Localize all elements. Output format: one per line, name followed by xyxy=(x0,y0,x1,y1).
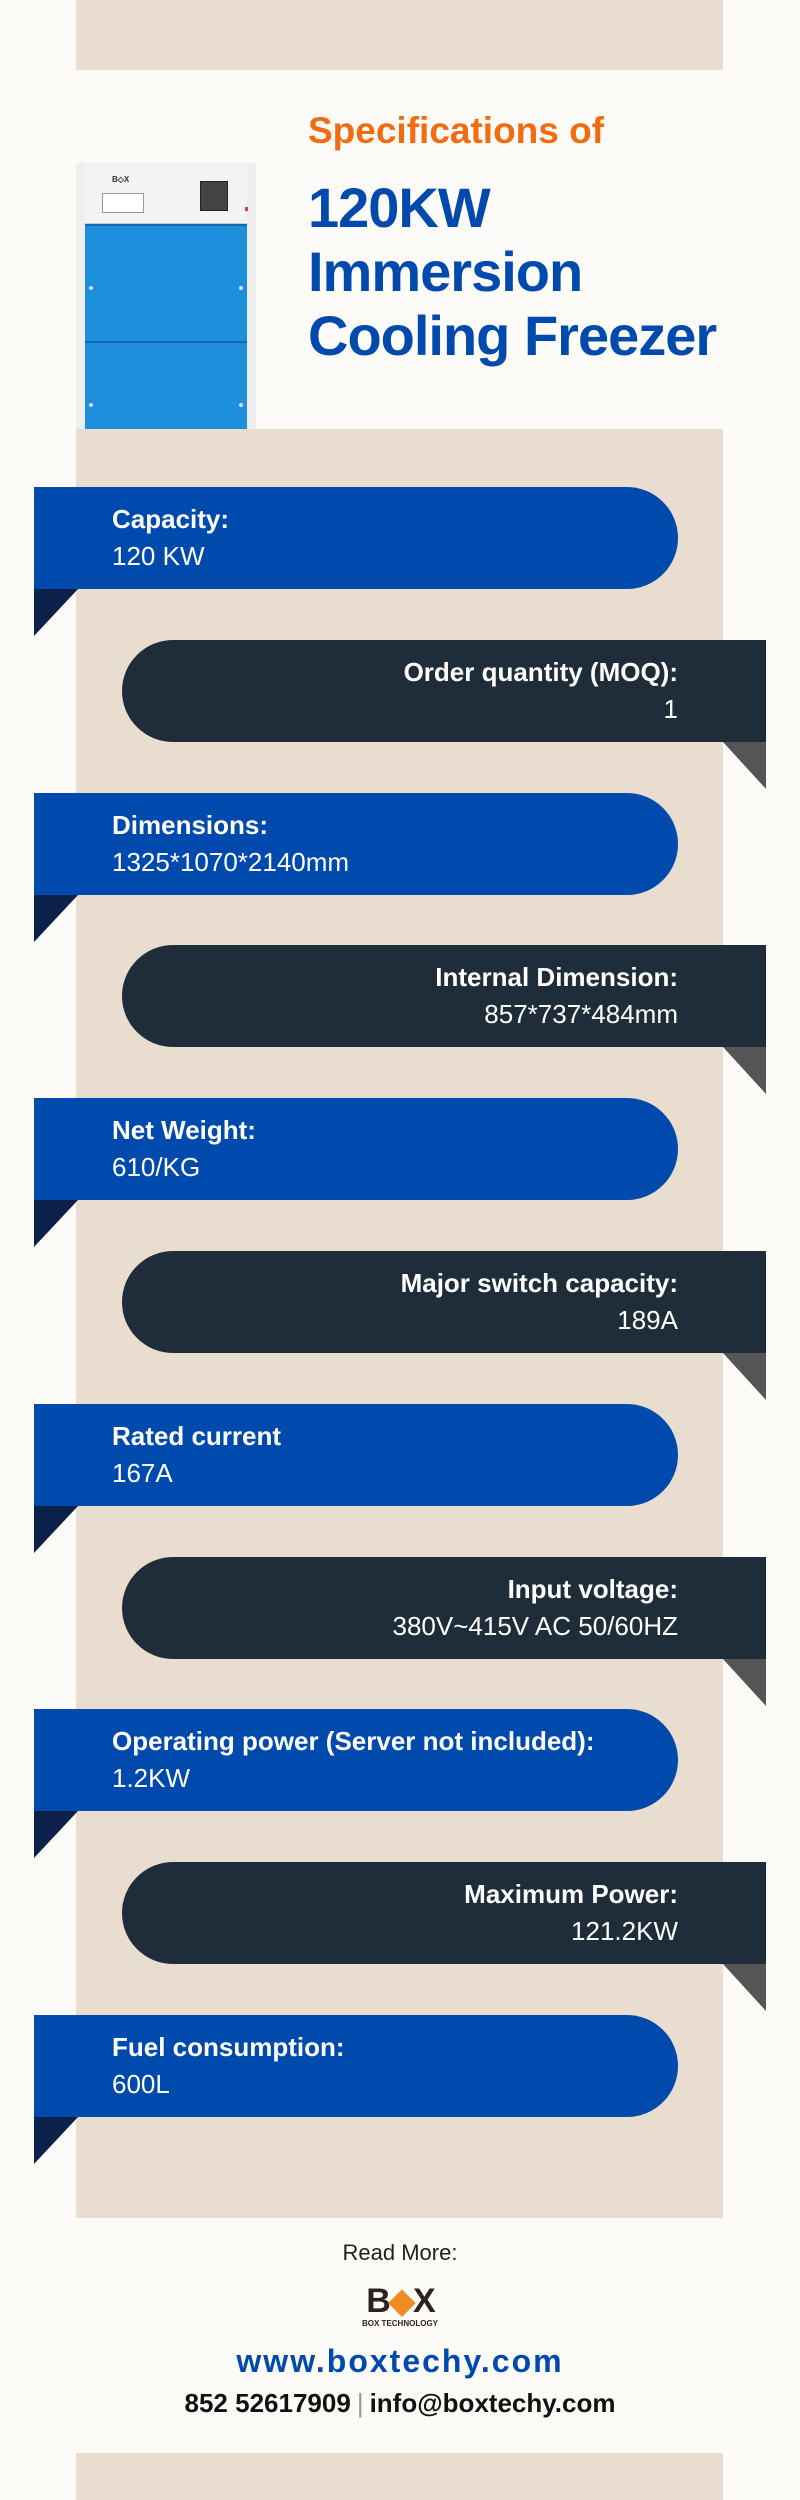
spec-item: Input voltage: 380V~415V AC 50/60HZ xyxy=(122,1556,766,1659)
spec-value: 167A xyxy=(112,1457,173,1488)
ribbon-fold xyxy=(34,1505,78,1553)
spec-value: 1 xyxy=(663,693,678,724)
top-band xyxy=(76,0,723,70)
spec-value: 610/KG xyxy=(112,1152,201,1183)
spec-value: 1325*1070*2140mm xyxy=(112,846,350,877)
phone-number[interactable]: 852 52617909 xyxy=(184,2388,351,2418)
page-title: 120KW Immersion Cooling Freezer xyxy=(308,176,717,367)
spec-label: Dimensions: xyxy=(112,809,269,840)
logo-subtext: BOX TECHNOLOGY xyxy=(362,2319,439,2328)
spec-item: Order quantity (MOQ): 1 xyxy=(122,639,766,742)
spec-item: Fuel consumption: 600L xyxy=(34,2015,678,2117)
ribbon-fold xyxy=(34,894,78,942)
spec-item: Maximum Power: 121.2KW xyxy=(122,1862,766,1965)
ribbon-fold xyxy=(723,741,766,789)
product-logo: B◇X xyxy=(112,175,130,184)
ribbon-fold xyxy=(34,2117,78,2164)
spec-item: Dimensions: 1325*1070*2140mm xyxy=(34,792,678,895)
bottom-band xyxy=(76,2453,723,2500)
ribbon-fold xyxy=(34,1200,78,1248)
ribbon-fold xyxy=(723,1658,766,1706)
spec-label: Maximum Power: xyxy=(464,1879,678,1910)
ribbon-fold xyxy=(723,1964,766,2012)
read-more-label: Read More: xyxy=(342,2240,458,2265)
spec-item: Net Weight: 610/KG xyxy=(34,1098,678,1201)
spec-label: Input voltage: xyxy=(507,1573,678,1604)
ribbon-fold xyxy=(34,1811,78,1859)
spec-value: 857*737*484mm xyxy=(484,999,678,1030)
spec-value: 1.2KW xyxy=(112,1763,191,1794)
control-screen xyxy=(200,181,228,211)
spec-label: Fuel consumption: xyxy=(112,2032,345,2062)
spec-item: Rated current 167A xyxy=(34,1403,678,1506)
spec-item: Internal Dimension: 857*737*484mm xyxy=(122,945,766,1048)
spec-value: 600L xyxy=(112,2069,170,2099)
ribbon-fold xyxy=(723,1047,766,1095)
spec-label: Order quantity (MOQ): xyxy=(403,656,678,687)
spec-label: Major switch capacity: xyxy=(400,1268,678,1298)
contact-line: 852 52617909|info@boxtechy.com xyxy=(0,2388,800,2419)
website-link[interactable]: www.boxtechy.com xyxy=(236,2343,564,2379)
spec-value: 189A xyxy=(617,1305,678,1335)
spec-value: 121.2KW xyxy=(571,1916,678,1947)
spec-item: Capacity: 120 KW xyxy=(34,487,678,589)
spec-label: Capacity: xyxy=(112,504,230,534)
spec-item: Major switch capacity: 189A xyxy=(122,1251,766,1353)
box-technology-logo: B◆X BOX TECHNOLOGY xyxy=(362,2282,439,2328)
spec-label: Net Weight: xyxy=(112,1115,256,1146)
email-link[interactable]: info@boxtechy.com xyxy=(369,2388,616,2418)
spec-value: 120 KW xyxy=(112,541,205,571)
spec-label: Internal Dimension: xyxy=(435,962,678,993)
separator: | xyxy=(356,2388,364,2418)
spec-label: Rated current xyxy=(112,1420,282,1451)
ribbon-fold xyxy=(34,589,78,636)
subtitle: Specifications of xyxy=(308,110,605,151)
spec-value: 380V~415V AC 50/60HZ xyxy=(392,1610,678,1641)
spec-item: Operating power (Server not included): 1.… xyxy=(34,1709,678,1812)
ribbon-fold xyxy=(723,1353,766,1400)
spec-label: Operating power (Server not included): xyxy=(112,1726,595,1757)
